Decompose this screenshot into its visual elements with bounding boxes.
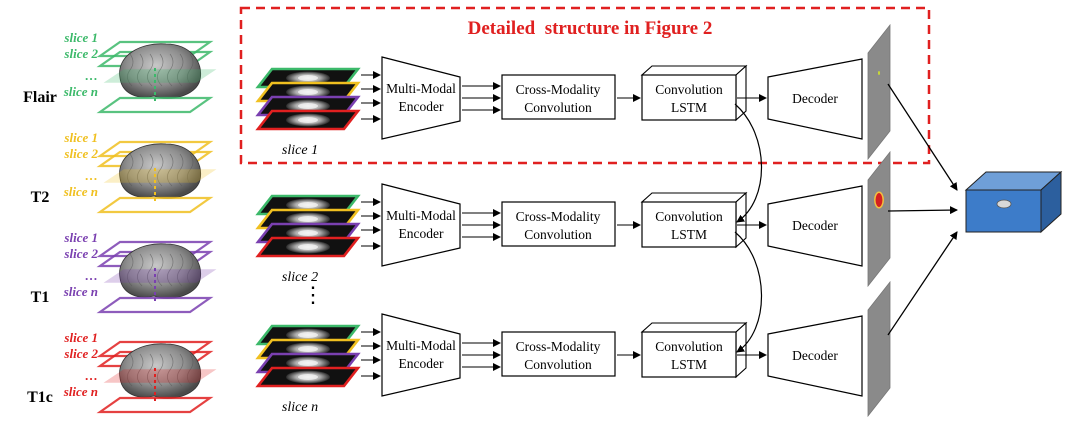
- cross-label-line2: Convolution: [524, 227, 592, 242]
- slice-label: slice 2: [63, 146, 98, 161]
- encoder-label-line2: Encoder: [399, 226, 444, 241]
- slice-label: slice 1: [63, 330, 98, 345]
- encoder-label-line2: Encoder: [399, 356, 444, 371]
- cross-label-line2: Convolution: [524, 100, 592, 115]
- row-ellipsis: ⋮: [302, 282, 324, 307]
- lstm-label-line1: Convolution: [655, 209, 723, 224]
- slice-plane-n: [96, 96, 214, 114]
- slice-label: slice 2: [63, 246, 98, 261]
- cross-label-line1: Cross-Modality: [516, 82, 601, 97]
- lstm-label-line2: LSTM: [671, 357, 707, 372]
- pipeline-row: slice nMulti-ModalEncoderCross-ModalityC…: [255, 280, 891, 418]
- modality-name: Flair: [23, 89, 57, 106]
- output-arrow-n: [887, 231, 958, 336]
- encoder-label-line2: Encoder: [399, 99, 444, 114]
- pipeline-row: slice 1Multi-ModalEncoderCross-ModalityC…: [255, 23, 891, 161]
- decoder: Decoder: [767, 185, 863, 267]
- modality-name: T2: [31, 189, 50, 206]
- slice-label: slice n: [63, 384, 98, 399]
- slice-label: slice 2: [63, 46, 98, 61]
- lstm-label-line2: LSTM: [671, 100, 707, 115]
- decoder-label: Decoder: [792, 348, 838, 363]
- pipeline-rows: slice 1Multi-ModalEncoderCross-ModalityC…: [255, 23, 891, 418]
- output-arrow-2: [887, 206, 958, 215]
- decoder: Decoder: [767, 58, 863, 140]
- row-slice-label: slice n: [282, 400, 318, 415]
- mri-slice: [255, 366, 361, 388]
- slice-label: slice 1: [63, 30, 98, 45]
- cross-label-line1: Cross-Modality: [516, 209, 601, 224]
- slice-label: slice n: [63, 184, 98, 199]
- slice-label: slice n: [63, 284, 98, 299]
- slice-label: …: [85, 368, 98, 383]
- slice-label: slice n: [63, 84, 98, 99]
- modality-name: T1: [31, 289, 50, 306]
- slice-label: …: [85, 68, 98, 83]
- slice-label: …: [85, 168, 98, 183]
- slice-label: slice 2: [63, 346, 98, 361]
- output-volume-cube: [964, 170, 1063, 234]
- decoder-label: Decoder: [792, 91, 838, 106]
- mri-slice: [255, 236, 361, 258]
- lstm-label-line2: LSTM: [671, 227, 707, 242]
- cross-label-line1: Cross-Modality: [516, 339, 601, 354]
- decoder-label: Decoder: [792, 218, 838, 233]
- mri-slice: [255, 109, 361, 131]
- detail-highlight-box: [239, 6, 931, 165]
- slice-label: slice 1: [63, 130, 98, 145]
- encoder-label-line1: Multi-Modal: [386, 208, 456, 223]
- encoder-label-line1: Multi-Modal: [386, 338, 456, 353]
- modality-name: T1c: [27, 389, 53, 406]
- output-arrow-1: [887, 83, 958, 191]
- cross-label-line2: Convolution: [524, 357, 592, 372]
- row-slice-label: slice 2: [282, 270, 318, 285]
- slice-plane-n: [96, 396, 214, 414]
- slice-label: …: [85, 268, 98, 283]
- slice-plane-n: [96, 296, 214, 314]
- slice-plane-n: [96, 196, 214, 214]
- lstm-recurrence-1-2: [734, 103, 763, 223]
- lstm-label-line1: Convolution: [655, 339, 723, 354]
- row-slice-label: slice 1: [282, 143, 318, 158]
- segmentation-output-panel: [867, 23, 891, 161]
- pipeline-row: slice 2Multi-ModalEncoderCross-ModalityC…: [255, 150, 891, 288]
- detail-title: Detailed structure in Figure 2: [468, 18, 713, 39]
- lstm-recurrence-2-n: [734, 231, 763, 353]
- segmentation-output-panel: [867, 280, 891, 418]
- segmentation-output-panel: [867, 150, 891, 288]
- decoder: Decoder: [767, 315, 863, 397]
- lstm-label-line1: Convolution: [655, 82, 723, 97]
- encoder-label-line1: Multi-Modal: [386, 81, 456, 96]
- slice-label: slice 1: [63, 230, 98, 245]
